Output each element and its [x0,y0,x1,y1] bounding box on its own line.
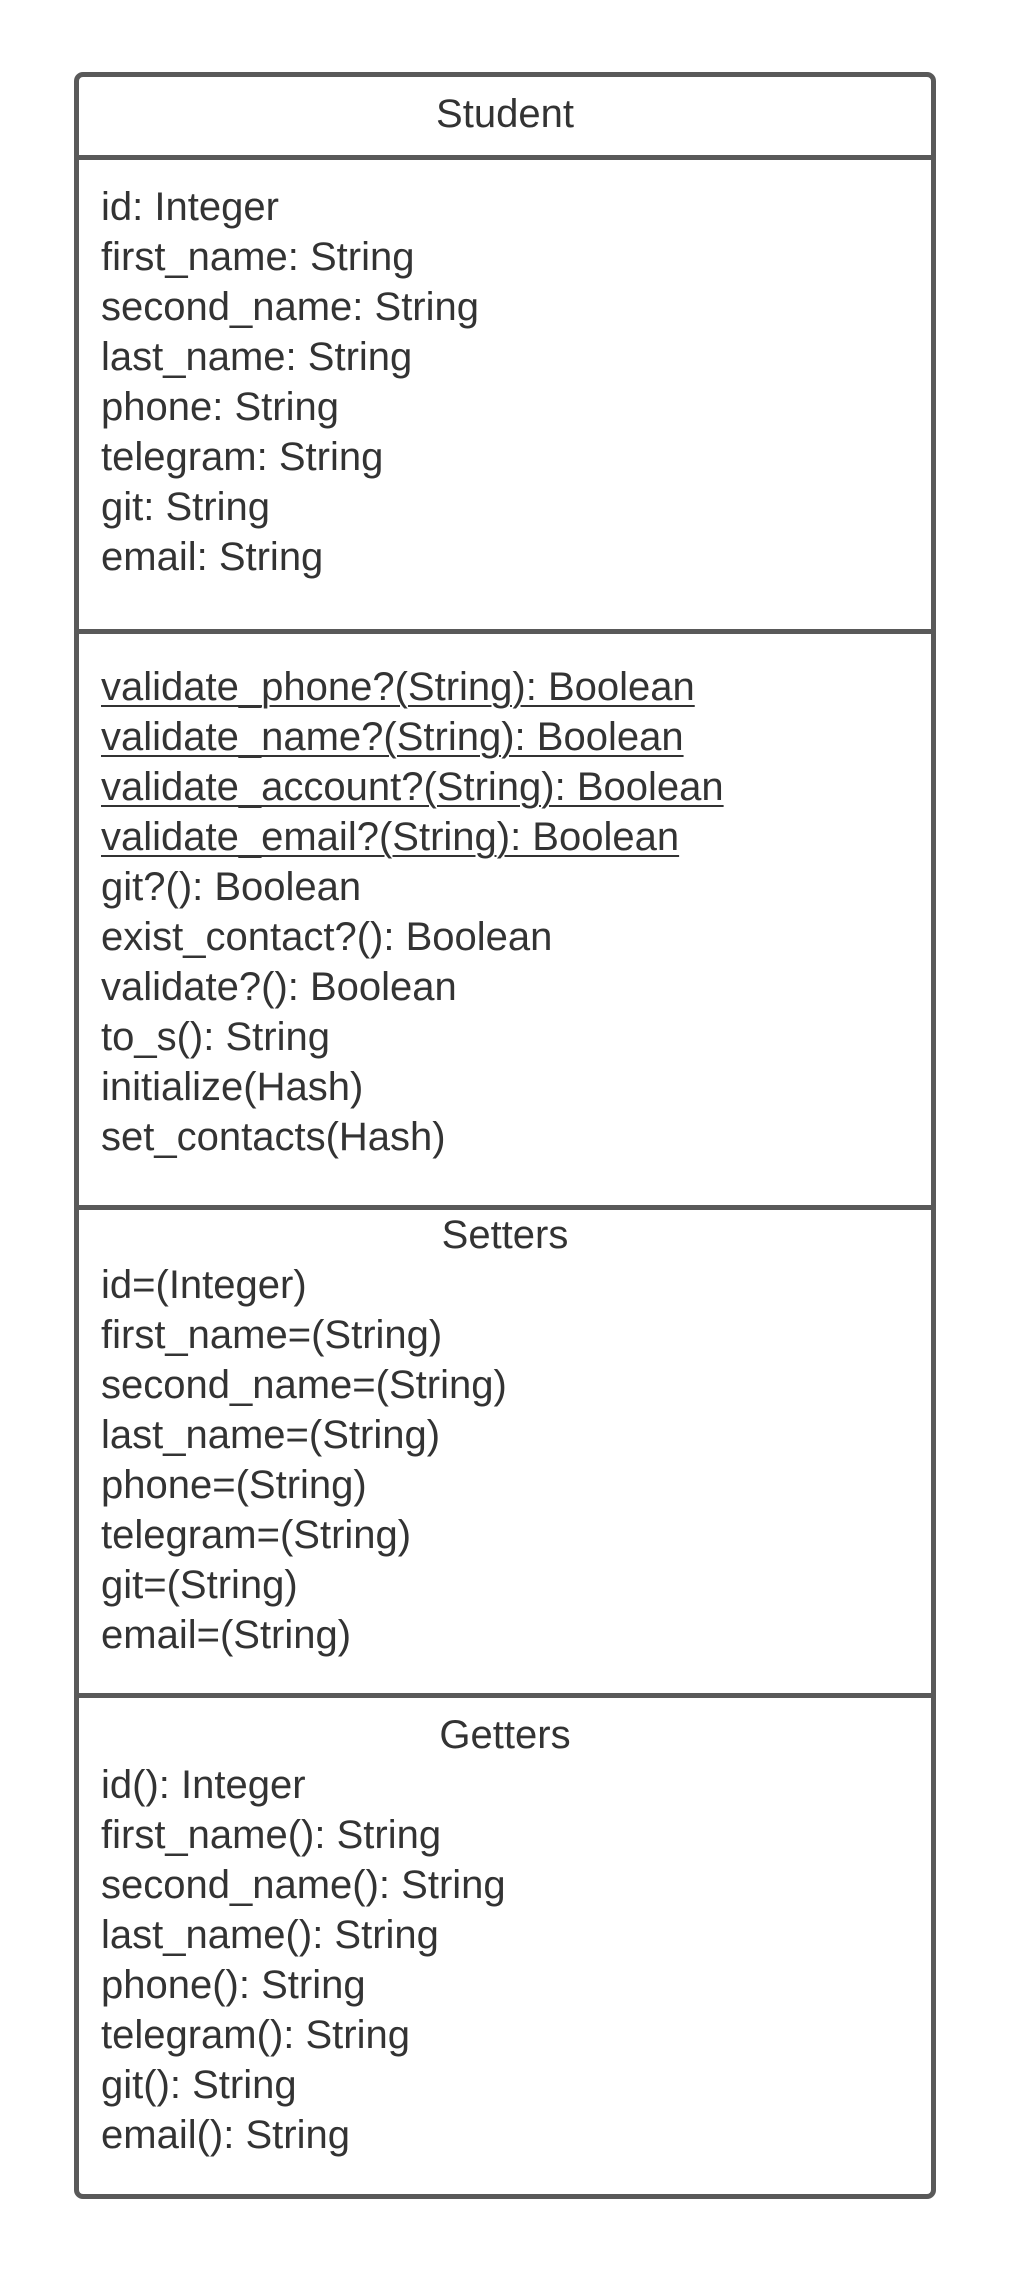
getter-item: telegram(): String [101,2013,410,2057]
static-method-item: validate_account?(String): Boolean [101,765,724,809]
getter-item: last_name(): String [101,1913,439,1957]
getter-item: phone(): String [101,1963,366,2007]
attribute-item: first_name: String [101,235,415,279]
setter-item: last_name=(String) [101,1413,441,1457]
method-item: set_contacts(Hash) [101,1115,446,1159]
static-method-item: validate_email?(String): Boolean [101,815,680,859]
getter-item: email(): String [101,2113,350,2157]
methods-compartment: validate_phone?(String): Boolean validat… [79,629,931,1205]
getter-item: second_name(): String [101,1863,506,1907]
uml-class-box: Student id: Integer first_name: String s… [74,72,936,2199]
attribute-item: last_name: String [101,335,413,379]
class-name-compartment: Student [79,77,931,155]
setters-compartment: Setters id=(Integer) first_name=(String)… [79,1205,931,1693]
method-item: git?(): Boolean [101,865,362,909]
method-item: exist_contact?(): Boolean [101,915,553,959]
attribute-item: phone: String [101,385,339,429]
static-method-item: validate_name?(String): Boolean [101,715,684,759]
setter-item: email=(String) [101,1613,352,1657]
setter-item: phone=(String) [101,1463,367,1507]
class-name: Student [436,92,574,136]
attribute-item: git: String [101,485,270,529]
getters-compartment: Getters id(): Integer first_name(): Stri… [79,1693,931,2194]
setter-item: telegram=(String) [101,1513,412,1557]
method-item: validate?(): Boolean [101,965,457,1009]
getter-item: id(): Integer [101,1763,306,1807]
setters-title: Setters [441,1213,569,1257]
setter-item: first_name=(String) [101,1313,443,1357]
getter-item: first_name(): String [101,1813,442,1857]
method-item: to_s(): String [101,1015,330,1059]
method-item: initialize(Hash) [101,1065,364,1109]
setter-item: id=(Integer) [101,1263,307,1307]
getters-title: Getters [439,1713,571,1757]
attribute-item: second_name: String [101,285,480,329]
setter-item: git=(String) [101,1563,298,1607]
attribute-item: email: String [101,535,324,579]
attribute-item: id: Integer [101,185,279,229]
setter-item: second_name=(String) [101,1363,507,1407]
getter-item: git(): String [101,2063,297,2107]
attribute-item: telegram: String [101,435,384,479]
attributes-compartment: id: Integer first_name: String second_na… [79,155,931,629]
static-method-item: validate_phone?(String): Boolean [101,665,695,709]
